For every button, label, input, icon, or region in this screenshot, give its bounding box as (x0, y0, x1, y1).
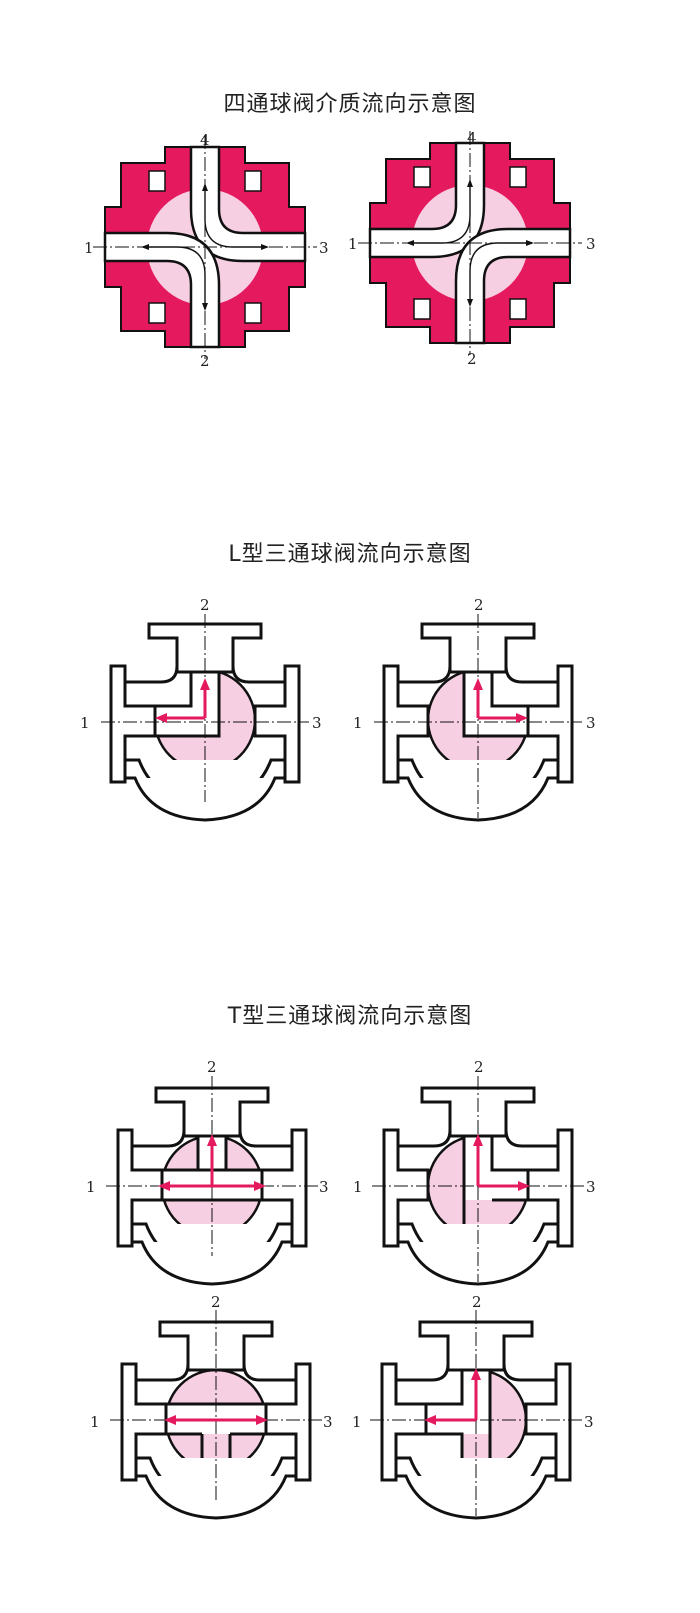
port-label-2: 2 (474, 596, 484, 614)
port-label-4: 4 (467, 129, 477, 147)
four-way-valve-right (358, 131, 582, 355)
l-type-valve-title: L型三通球阀流向示意图 (228, 542, 472, 567)
port-label-1: 1 (80, 714, 90, 732)
l-type-valve-right (374, 614, 582, 822)
port-label-2: 2 (200, 596, 210, 614)
t-type-valve-2 (372, 1076, 584, 1286)
port-label-1: 1 (90, 1413, 100, 1431)
port-label-3: 3 (586, 1178, 596, 1196)
t-type-valve-3 (110, 1310, 322, 1520)
port-label-3: 3 (584, 1413, 594, 1431)
port-label-3: 3 (319, 239, 329, 257)
port-label-4: 4 (200, 131, 210, 149)
port-label-3: 3 (319, 1178, 329, 1196)
four-way-valve-left (93, 135, 317, 359)
port-label-3: 3 (586, 714, 596, 732)
port-label-1: 1 (84, 239, 94, 257)
port-label-1: 1 (352, 1413, 362, 1431)
port-label-3: 3 (323, 1413, 333, 1431)
port-label-2: 2 (472, 1293, 482, 1311)
port-label-3: 3 (312, 714, 322, 732)
port-label-2: 2 (211, 1293, 221, 1311)
port-label-2: 2 (474, 1058, 484, 1076)
l-type-valve-left (101, 614, 309, 822)
port-label-2: 2 (200, 352, 210, 370)
four-way-valve-title: 四通球阀介质流向示意图 (223, 92, 477, 117)
port-label-2: 2 (207, 1058, 217, 1076)
t-type-valve-1 (106, 1076, 318, 1286)
t-type-valve-title: T型三通球阀流向示意图 (227, 1004, 473, 1029)
t-type-valve-4 (370, 1310, 582, 1520)
port-label-1: 1 (353, 1178, 363, 1196)
port-label-1: 1 (86, 1178, 96, 1196)
port-label-1: 1 (353, 714, 363, 732)
port-label-3: 3 (586, 235, 596, 253)
port-label-1: 1 (348, 235, 358, 253)
port-label-2: 2 (467, 350, 477, 368)
